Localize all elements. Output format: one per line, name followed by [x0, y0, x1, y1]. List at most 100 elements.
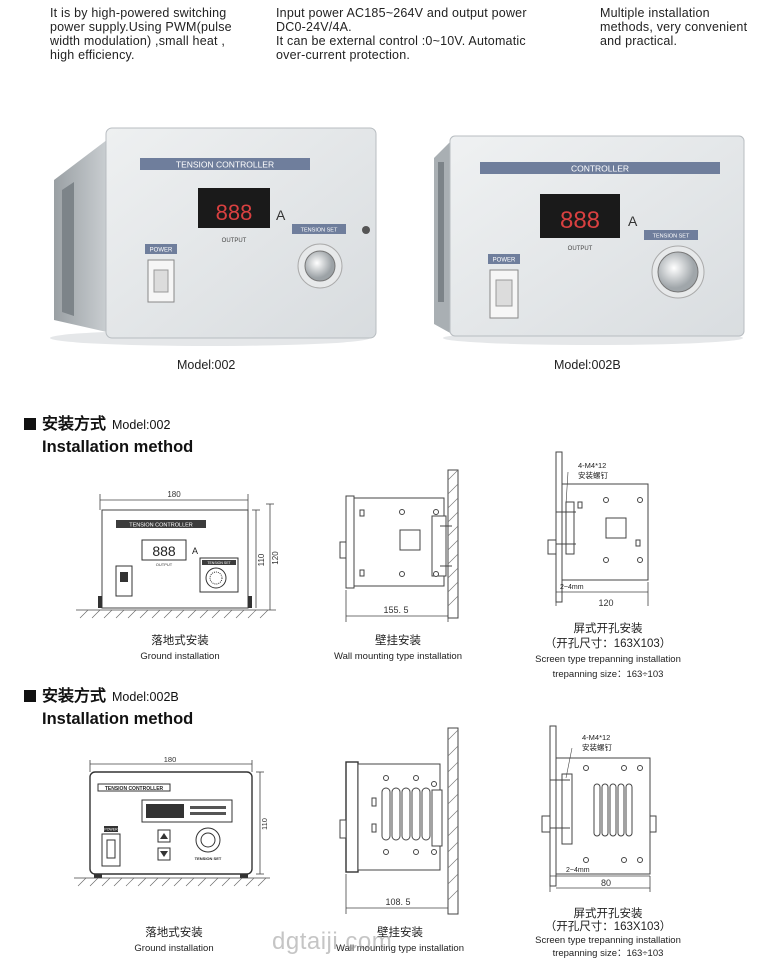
- diagram-ground-002: 180 TENSION CONTROLLER 888 A OUTPUT TENS…: [76, 490, 280, 619]
- caption-screen-002b: 屏式开孔安装 （开孔尺寸：163X103） Screen type trepan…: [518, 908, 698, 960]
- section-heading-002b: 安装方式 Model:002B Installation method: [24, 682, 193, 729]
- intro-line: It is by high-powered switching: [50, 6, 227, 20]
- product-photo-002b: CONTROLLER 888 A OUTPUT POWER TENSION SE…: [434, 135, 745, 345]
- knob-label: TENSION SET: [207, 561, 231, 565]
- caption-screen-002: 屏式开孔安装 （开孔尺寸：163X103） Screen type trepan…: [518, 622, 698, 682]
- diagram-wall-002b: 108. 5: [339, 727, 459, 915]
- diagram-screen-002b: 4-M4*12 安装螺钉 2~4mm 80: [541, 725, 657, 892]
- caption-zh-2: （开孔尺寸：163X103）: [544, 638, 672, 650]
- section-heading-002: 安装方式 Model:002 Installation method: [24, 410, 193, 457]
- device-side: [353, 497, 445, 587]
- diagram-ground-002b: 180 TENSION CONTROLLER POWER TENSION SET…: [74, 756, 270, 887]
- caption-zh: 壁挂安装: [375, 635, 421, 647]
- dim-depth: 80: [601, 878, 611, 888]
- caption-wall-002: 壁挂安装 Wall mounting type installation: [318, 634, 478, 664]
- product-photo-002: TENSION CONTROLLER 888 A OUTPUT POWER TE…: [50, 127, 377, 346]
- digital-display: [540, 194, 620, 238]
- section-model: Model:002B: [112, 690, 179, 704]
- display-unit: A: [628, 213, 638, 229]
- intro-line: DC0-24V/4A.: [276, 20, 352, 34]
- output-label: OUTPUT: [568, 246, 593, 252]
- screw-spec-zh: 安装螺钉: [582, 742, 612, 752]
- caption-en: Screen type trepanning installation: [535, 654, 681, 665]
- caption-zh-2: （开孔尺寸：163X103）: [544, 921, 672, 933]
- caption-en-2: trepanning size：163÷103: [552, 948, 664, 959]
- screw-spec: 4-M4*12: [582, 733, 610, 742]
- caption-zh: 落地式安装: [151, 635, 209, 647]
- model-label-002: Model:002: [177, 358, 236, 372]
- screw-spec-zh: 安装螺钉: [578, 470, 608, 480]
- caption-en-2: trepanning size：163÷103: [552, 669, 664, 680]
- watermark: dgtaiji.com: [272, 928, 393, 955]
- section-zh-title: 安装方式: [42, 688, 107, 705]
- diagram-wall-002: 155. 5: [339, 469, 459, 622]
- caption-zh: 屏式开孔安装: [573, 908, 643, 920]
- model-label-002b: Model:002B: [554, 358, 621, 372]
- intro-line: Multiple installation: [600, 6, 710, 20]
- power-label: POWER: [104, 828, 118, 832]
- caption-en: Wall mounting type installation: [334, 651, 462, 662]
- panel-title-bar: [480, 162, 720, 174]
- intro-line: and practical.: [600, 34, 678, 48]
- intro-column-2: Input power AC185~264V and output power …: [276, 6, 527, 62]
- dim-depth: 155. 5: [383, 605, 408, 615]
- intro-line: methods, very convenient: [600, 20, 748, 34]
- knob-label: TENSION SET: [653, 234, 690, 240]
- caption-en: Wall mounting type installation: [336, 943, 464, 954]
- display-digits: 888: [216, 200, 253, 225]
- dim-width: 180: [164, 756, 177, 764]
- intro-line: over-current protection.: [276, 48, 411, 62]
- digital-display: [198, 188, 270, 228]
- panel-title: TENSION CONTROLLER: [129, 523, 193, 529]
- intro-column-3: Multiple installation methods, very conv…: [600, 6, 747, 48]
- caption-zh: 壁挂安装: [377, 927, 423, 939]
- caption-en: Ground installation: [134, 943, 214, 954]
- dim-width: 180: [167, 490, 181, 499]
- output-label: OUTPUT: [156, 562, 173, 567]
- knob-label: TENSION SET: [195, 856, 222, 861]
- square-bullet-icon: [24, 690, 36, 702]
- intro-line: high efficiency.: [50, 48, 135, 62]
- dim-height-inner: 110: [257, 553, 266, 566]
- power-label: POWER: [150, 248, 173, 254]
- section-zh-title: 安装方式: [42, 416, 107, 433]
- display-unit: A: [192, 546, 198, 556]
- output-label: OUTPUT: [222, 238, 247, 244]
- caption-ground-002: 落地式安装 Ground installation: [110, 634, 250, 664]
- caption-ground-002b: 落地式安装 Ground installation: [104, 926, 244, 956]
- gap-dim: 2~4mm: [566, 867, 590, 874]
- diagram-screen-002: 4-M4*12 安装螺钉 2~4mm 120: [547, 451, 649, 608]
- intro-line: power supply.Using PWM(pulse: [50, 20, 232, 34]
- dim-depth: 120: [598, 598, 613, 608]
- dim-height-inner: 110: [260, 818, 269, 830]
- power-label: POWER: [493, 258, 516, 264]
- caption-en: Screen type trepanning installation: [535, 935, 681, 946]
- dim-height-outer: 120: [271, 551, 280, 565]
- panel-title: CONTROLLER: [571, 164, 629, 174]
- gap-dim: 2~4mm: [560, 584, 584, 591]
- square-bullet-icon: [24, 418, 36, 430]
- section-en-title: Installation method: [42, 710, 194, 728]
- caption-zh: 落地式安装: [145, 927, 203, 939]
- tension-knob: [657, 251, 699, 293]
- intro-line: Input power AC185~264V and output power: [276, 6, 527, 20]
- display-digits: 888: [152, 543, 176, 559]
- section-en-title: Installation method: [42, 438, 194, 456]
- section-model: Model:002: [112, 418, 171, 432]
- caption-en: Ground installation: [140, 651, 220, 662]
- power-switch: [489, 269, 519, 319]
- dim-depth: 108. 5: [385, 897, 410, 907]
- panel-title: TENSION CONTROLLER: [176, 160, 274, 170]
- panel-title: TENSION CONTROLLER: [105, 786, 164, 792]
- display-unit: A: [276, 207, 286, 223]
- caption-zh: 屏式开孔安装: [573, 623, 643, 635]
- tension-knob: [304, 250, 336, 282]
- display-digits: 888: [560, 207, 600, 234]
- intro-column-1: It is by high-powered switching power su…: [50, 6, 232, 62]
- panel-title-bar: [140, 158, 310, 170]
- knob-label: TENSION SET: [301, 228, 338, 234]
- caption-wall-002b: 壁挂安装 Wall mounting type installation: [320, 926, 480, 956]
- intro-line: width modulation) ,small heat ,: [50, 34, 226, 48]
- intro-line: It can be external control :0~10V. Autom…: [276, 34, 526, 48]
- screw-spec: 4-M4*12: [578, 461, 606, 470]
